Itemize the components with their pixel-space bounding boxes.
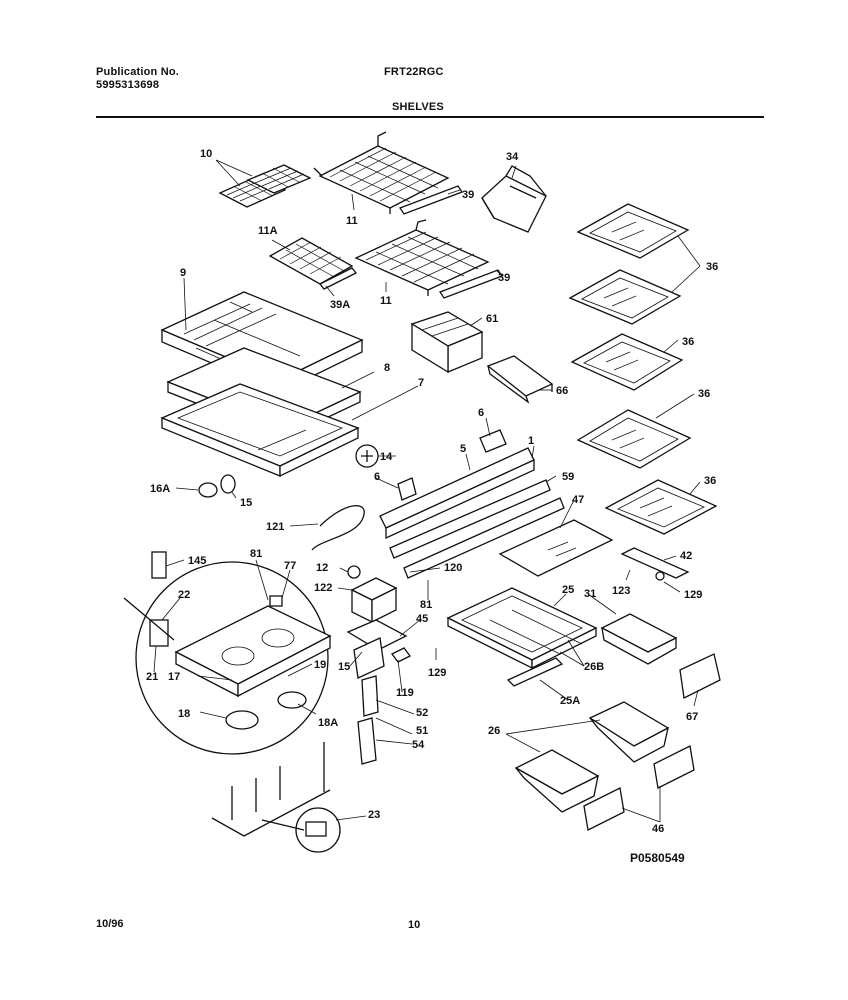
callout-145: 145 <box>188 555 206 567</box>
callout-52: 52 <box>416 707 428 719</box>
drawer-front-67 <box>679 653 721 699</box>
callout-51: 51 <box>416 725 428 737</box>
callout-36-top: 36 <box>706 261 718 273</box>
callout-39-upper: 39 <box>462 189 474 201</box>
air-ducts <box>357 675 379 765</box>
callout-15-upper: 15 <box>240 497 252 509</box>
callout-15-lower: 15 <box>338 661 350 673</box>
shelf-trim-39-upper <box>399 185 463 215</box>
bracket-61 <box>410 311 484 374</box>
callout-45: 45 <box>416 613 428 625</box>
callout-42: 42 <box>680 550 692 562</box>
callout-23: 23 <box>368 809 380 821</box>
callout-31: 31 <box>584 588 596 600</box>
callout-26B: 26B <box>584 661 604 673</box>
callout-26: 26 <box>488 725 500 737</box>
callout-54: 54 <box>412 739 425 751</box>
callout-34: 34 <box>506 151 519 163</box>
glass-panel-47-reflection <box>547 541 577 557</box>
part-14-detail <box>361 450 373 462</box>
ice-tray-parts <box>218 164 312 208</box>
callout-25A: 25A <box>560 695 580 707</box>
callout-7: 7 <box>418 377 424 389</box>
part-15 <box>220 474 236 494</box>
callout-8: 8 <box>384 362 390 374</box>
callout-81-upper: 81 <box>250 548 262 560</box>
callout-1: 1 <box>528 435 534 447</box>
callout-21: 21 <box>146 671 158 683</box>
callout-46: 46 <box>652 823 664 835</box>
callout-6-lower: 6 <box>374 471 380 483</box>
callout-19: 19 <box>314 659 326 671</box>
detail-inset-ice-dispenser <box>123 551 332 755</box>
part-16A <box>198 482 218 498</box>
callout-47: 47 <box>572 494 584 506</box>
callout-129-lower: 129 <box>428 667 446 679</box>
publication-label: Publication No. <box>96 66 180 78</box>
footer-date: 10/96 <box>96 918 124 930</box>
callout-14: 14 <box>380 451 393 463</box>
wire-121 <box>311 505 365 551</box>
glass-shelves-36 <box>568 203 718 535</box>
storage-bin-34 <box>481 165 547 233</box>
callout-67: 67 <box>686 711 698 723</box>
glass-panel-47 <box>498 519 614 577</box>
detail-23 <box>211 742 341 853</box>
callout-61: 61 <box>486 313 498 325</box>
leader-lines <box>153 159 701 823</box>
callout-10: 10 <box>200 148 212 160</box>
wire-shelf-lower <box>354 219 490 296</box>
callout-5: 5 <box>460 443 466 455</box>
callout-36-middle: 36 <box>682 336 694 348</box>
callout-22: 22 <box>178 589 190 601</box>
rail-42 <box>620 547 690 579</box>
callout-66: 66 <box>556 385 568 397</box>
drawer-frame-25 <box>446 587 598 687</box>
model-number: FRT22RGC <box>384 66 444 78</box>
drawer-fronts-46 <box>583 745 695 831</box>
callout-11-lower: 11 <box>380 295 392 307</box>
callout-129-upper: 129 <box>684 589 702 601</box>
callout-77: 77 <box>284 560 296 572</box>
crisper-covers <box>160 291 364 478</box>
callout-39-lower: 39 <box>498 272 510 284</box>
callout-12: 12 <box>316 562 328 574</box>
crisper-pans-26 <box>514 701 670 813</box>
shelf-trim-39-lower <box>439 269 503 299</box>
page-number: 10 <box>408 919 420 931</box>
callout-59: 59 <box>562 471 574 483</box>
callout-120: 120 <box>444 562 462 574</box>
callout-11A: 11A <box>258 225 278 237</box>
control-housing <box>346 577 411 679</box>
callout-36-bottom: 36 <box>704 475 716 487</box>
callout-18A: 18A <box>318 717 338 729</box>
callout-39A: 39A <box>330 299 350 311</box>
callout-119: 119 <box>396 687 414 699</box>
section-title: SHELVES <box>392 101 444 113</box>
callout-6-upper: 6 <box>478 407 484 419</box>
header-divider <box>96 116 764 118</box>
pan-31 <box>600 613 678 665</box>
callout-81-lower: 81 <box>420 599 432 611</box>
part-129-upper <box>655 571 665 581</box>
part-12 <box>347 565 361 579</box>
callout-17: 17 <box>168 671 180 683</box>
callout-11-upper: 11 <box>346 215 358 227</box>
callout-36-lower: 36 <box>698 388 710 400</box>
rail-assembly <box>379 429 565 579</box>
wire-shelf-upper <box>313 131 450 214</box>
callout-16A: 16A <box>150 483 170 495</box>
callout-18: 18 <box>178 708 190 720</box>
callout-25: 25 <box>562 584 574 596</box>
callout-122: 122 <box>314 582 332 594</box>
callout-9: 9 <box>180 267 186 279</box>
callout-123: 123 <box>612 585 630 597</box>
wire-shelf-11A <box>268 237 358 290</box>
callout-121: 121 <box>266 521 284 533</box>
publication-number: 5995313698 <box>96 79 160 91</box>
bracket-66 <box>486 355 554 404</box>
diagram-code: P0580549 <box>630 851 685 865</box>
